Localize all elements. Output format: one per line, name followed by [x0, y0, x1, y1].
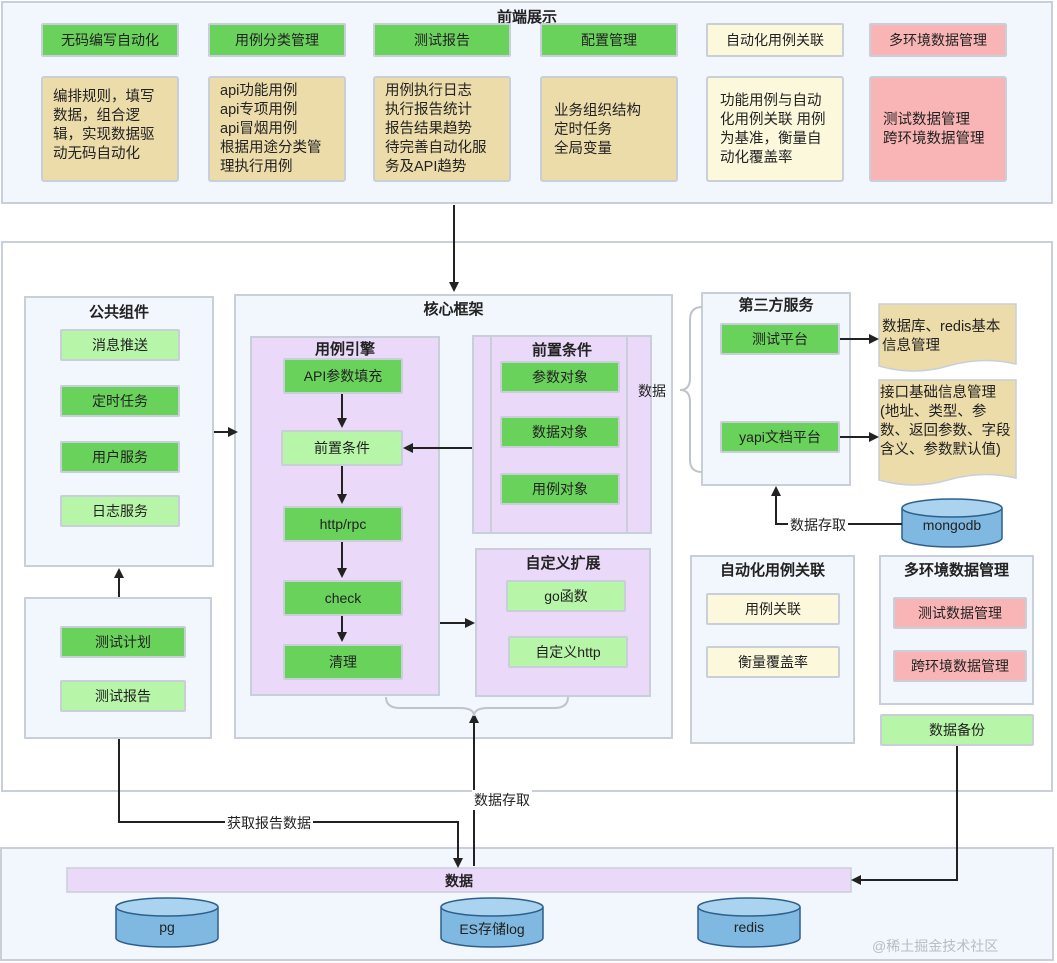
precondition-case-object: 用例对象	[500, 473, 620, 505]
watermark: @稀土掘金技术社区	[872, 938, 999, 954]
third-party-title: 第三方服务	[738, 297, 814, 314]
extension-go-function: go函数	[506, 580, 626, 612]
doc-db-redis: 数据库、redis基本信息管理	[882, 319, 1001, 354]
extension-custom-http: 自定义http	[508, 636, 628, 668]
doc-api-info: 接口基础信息管理(地址、类型、参数、返回参数、字段含义、参数默认值)	[880, 385, 1011, 458]
precondition-data-object: 数据对象	[500, 416, 620, 448]
common-components-title: 公共组件	[88, 304, 149, 321]
third-party-brace-label: 数据	[638, 383, 666, 399]
frontend-module-case-category: 用例分类管理	[208, 23, 346, 57]
data-access-label: 数据存取	[472, 790, 532, 810]
engine-step-precondition: 前置条件	[281, 430, 403, 466]
case-engine-title: 用例引擎	[314, 341, 375, 358]
precondition-param-object: 参数对象	[500, 361, 620, 393]
third-party-test-platform: 测试平台	[720, 323, 840, 355]
frontend-module-multi-env: 多环境数据管理	[869, 23, 1007, 57]
frontend-module-config: 配置管理	[540, 23, 678, 57]
store-es-label: ES存储log	[459, 921, 525, 937]
multi-env-item-cross-env: 跨环境数据管理	[893, 650, 1027, 682]
third-party-yapi: yapi文档平台	[720, 421, 840, 453]
multi-env-panel: 多环境数据管理	[879, 555, 1034, 705]
data-bar-label: 数据	[445, 873, 473, 889]
custom-extension-title: 自定义扩展	[525, 555, 601, 572]
precondition-title: 前置条件	[531, 342, 592, 359]
frontend-note-auto-case: 功能用例与自动化用例关联 用例为基准，衡量自动化覆盖率	[706, 76, 844, 182]
common-item-log-service: 日志服务	[60, 495, 180, 527]
frontend-note-nocode: 编排规则，填写数据，组合逻辑，实现数据驱动无码自动化	[41, 76, 179, 182]
auto-case-title: 自动化用例关联	[719, 562, 825, 579]
frontend-module-auto-case: 自动化用例关联	[706, 23, 844, 57]
custom-extension-panel: 自定义扩展	[475, 548, 651, 697]
common-item-user-service: 用户服务	[60, 441, 180, 473]
frontend-note-multi-env: 测试数据管理 跨环境数据管理	[869, 76, 1007, 182]
precondition-divider-right	[626, 337, 628, 532]
auto-case-item-coverage: 衡量覆盖率	[706, 646, 840, 678]
frontend-module-nocode: 无码编写自动化	[41, 23, 179, 57]
data-backup-box: 数据备份	[880, 714, 1034, 746]
common-item-scheduled-task: 定时任务	[60, 385, 180, 417]
multi-env-item-test-data: 测试数据管理	[893, 597, 1027, 629]
multi-env-title: 多环境数据管理	[903, 562, 1009, 579]
frontend-title: 前端展示	[496, 9, 557, 26]
mongodb-arrow-label: 数据存取	[788, 515, 848, 535]
engine-step-cleanup: 清理	[283, 644, 403, 680]
core-framework-title: 核心框架	[423, 301, 484, 318]
common-item-message-push: 消息推送	[60, 329, 180, 361]
mongodb-label: mongodb	[922, 517, 982, 533]
frontend-note-test-report: 用例执行日志 执行报告统计 报告结果趋势 待完善自动化服务及API趋势	[373, 76, 511, 182]
precondition-divider-left	[490, 337, 492, 532]
store-redis-label: redis	[733, 919, 765, 935]
engine-step-check: check	[283, 580, 403, 616]
frontend-note-case-category: api功能用例 api专项用例 api冒烟用例 根据用途分类管理执行用例	[208, 76, 346, 182]
plan-item-test-report: 测试报告	[60, 680, 186, 712]
frontend-note-config: 业务组织结构 定时任务 全局变量	[540, 76, 678, 182]
plan-item-test-plan: 测试计划	[60, 626, 186, 658]
store-pg-label: pg	[159, 919, 175, 935]
report-data-label: 获取报告数据	[225, 813, 313, 833]
third-party-panel: 第三方服务	[701, 292, 851, 486]
engine-step-http-rpc: http/rpc	[283, 506, 403, 542]
engine-step-api-param: API参数填充	[283, 358, 403, 394]
auto-case-item-link: 用例关联	[706, 593, 840, 625]
plan-panel	[24, 597, 212, 739]
frontend-module-test-report: 测试报告	[373, 23, 511, 57]
